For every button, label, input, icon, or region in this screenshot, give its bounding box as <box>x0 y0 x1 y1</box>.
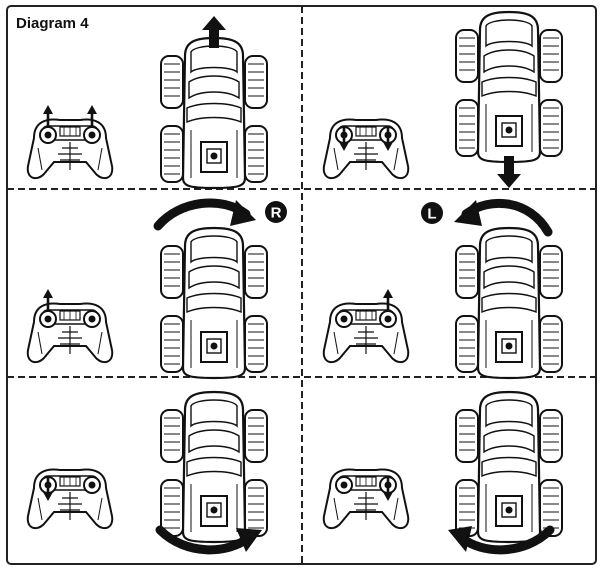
badge-r-label: R <box>271 205 282 222</box>
badge-l: L <box>421 202 443 224</box>
controller-icon <box>322 468 410 530</box>
cell-turn-right: R <box>26 198 287 380</box>
controller-icon <box>26 302 114 364</box>
diagram-title: Diagram 4 <box>16 15 89 32</box>
badge-r: R <box>265 201 287 223</box>
cell-turn-left: L <box>322 198 564 380</box>
controller-icon <box>26 118 114 180</box>
controller-icon <box>322 302 410 364</box>
cell-reverse-right <box>26 390 269 555</box>
controller-icon <box>322 118 410 180</box>
reverse-ccw-arrow-icon <box>448 525 555 555</box>
cell-reverse-left <box>322 390 564 555</box>
controller-icon <box>26 468 114 530</box>
badge-l-label: L <box>427 206 436 223</box>
rotate-ccw-arrow-icon <box>454 198 553 237</box>
rotate-cw-arrow-icon <box>153 198 256 231</box>
reverse-cw-arrow-icon <box>155 525 262 555</box>
